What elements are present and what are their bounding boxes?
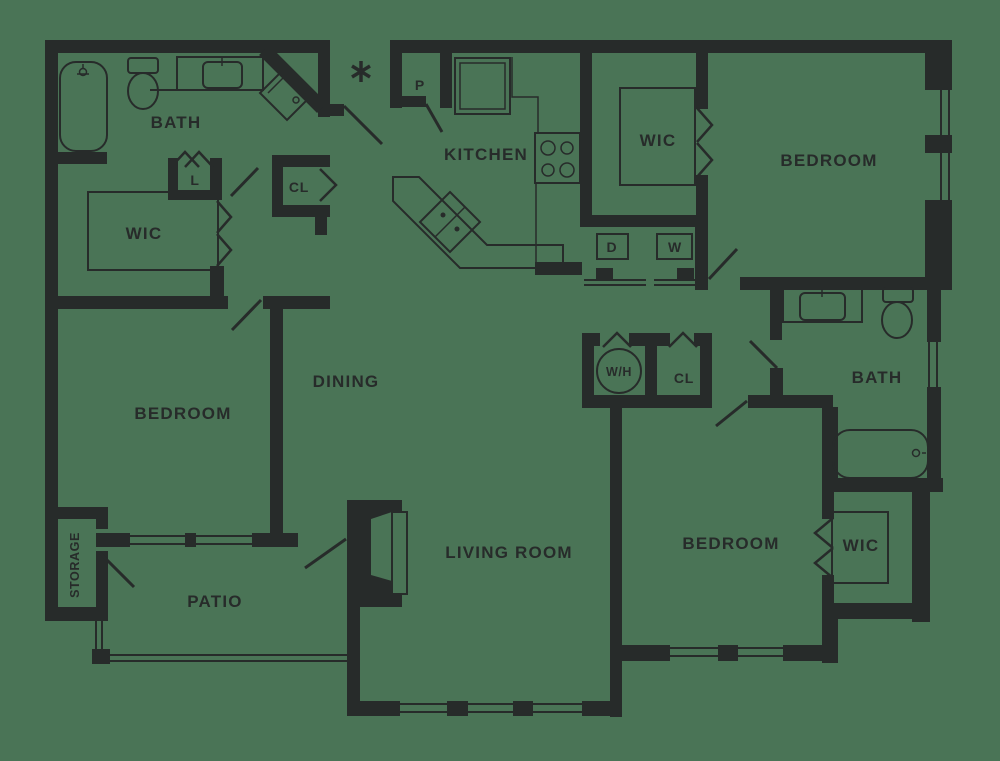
toilet-left-icon <box>127 57 159 110</box>
room-label-kitchen: KITCHEN <box>444 145 528 164</box>
sink-vanity-right-icon <box>782 287 863 323</box>
entry-asterisk-icon <box>351 61 371 82</box>
walls-layer <box>45 40 952 717</box>
room-label-bedroom-left: BEDROOM <box>134 404 231 423</box>
room-label-dining: DINING <box>313 372 380 391</box>
room-label-bath-right: BATH <box>852 368 903 387</box>
stove-icon <box>534 132 581 184</box>
room-label-bath-left: BATH <box>151 113 202 132</box>
bathtub-right-icon <box>832 429 929 479</box>
sink-vanity-left-icon <box>150 56 264 91</box>
room-label-pantry: P <box>415 77 425 93</box>
room-label-washer: W <box>668 239 682 255</box>
kitchen-counter-edge <box>511 57 539 262</box>
closet-rod-wic-left <box>87 191 219 271</box>
room-label-closet-left: CL <box>289 179 309 195</box>
patio-railing <box>92 619 347 664</box>
room-label-wic-top: WIC <box>640 131 677 150</box>
closet-rod-wic-bottom-right <box>831 511 889 584</box>
room-label-wic-left: WIC <box>126 224 163 243</box>
closet-rod-wic-top <box>619 87 696 186</box>
bathtub-left-icon <box>59 61 108 152</box>
room-label-dryer: D <box>607 239 618 255</box>
doors-layer <box>98 103 779 589</box>
room-label-closet-mid: CL <box>674 370 694 386</box>
washer-box <box>656 233 693 260</box>
room-label-water-heater: W/H <box>606 365 632 379</box>
kitchen-island <box>392 176 564 269</box>
bifold-doors-layer <box>170 107 834 579</box>
room-label-bedroom-top-right: BEDROOM <box>780 151 877 170</box>
windows-layer <box>130 87 950 713</box>
refrigerator-icon <box>454 57 511 115</box>
room-label-bedroom-bottom-right: BEDROOM <box>682 534 779 553</box>
water-heater-icon <box>596 348 642 394</box>
fireplace-icon <box>360 500 408 607</box>
room-label-living-room: LIVING ROOM <box>445 543 572 562</box>
room-label-patio: PATIO <box>187 592 242 611</box>
room-label-wic-bottom-right: WIC <box>843 536 880 555</box>
dryer-box <box>596 233 629 260</box>
corner-shower-icon <box>258 64 316 122</box>
room-label-linen: L <box>190 172 199 188</box>
island-sink-icon <box>418 190 482 254</box>
room-label-storage: STORAGE <box>68 532 82 598</box>
toilet-right-icon <box>881 287 914 339</box>
